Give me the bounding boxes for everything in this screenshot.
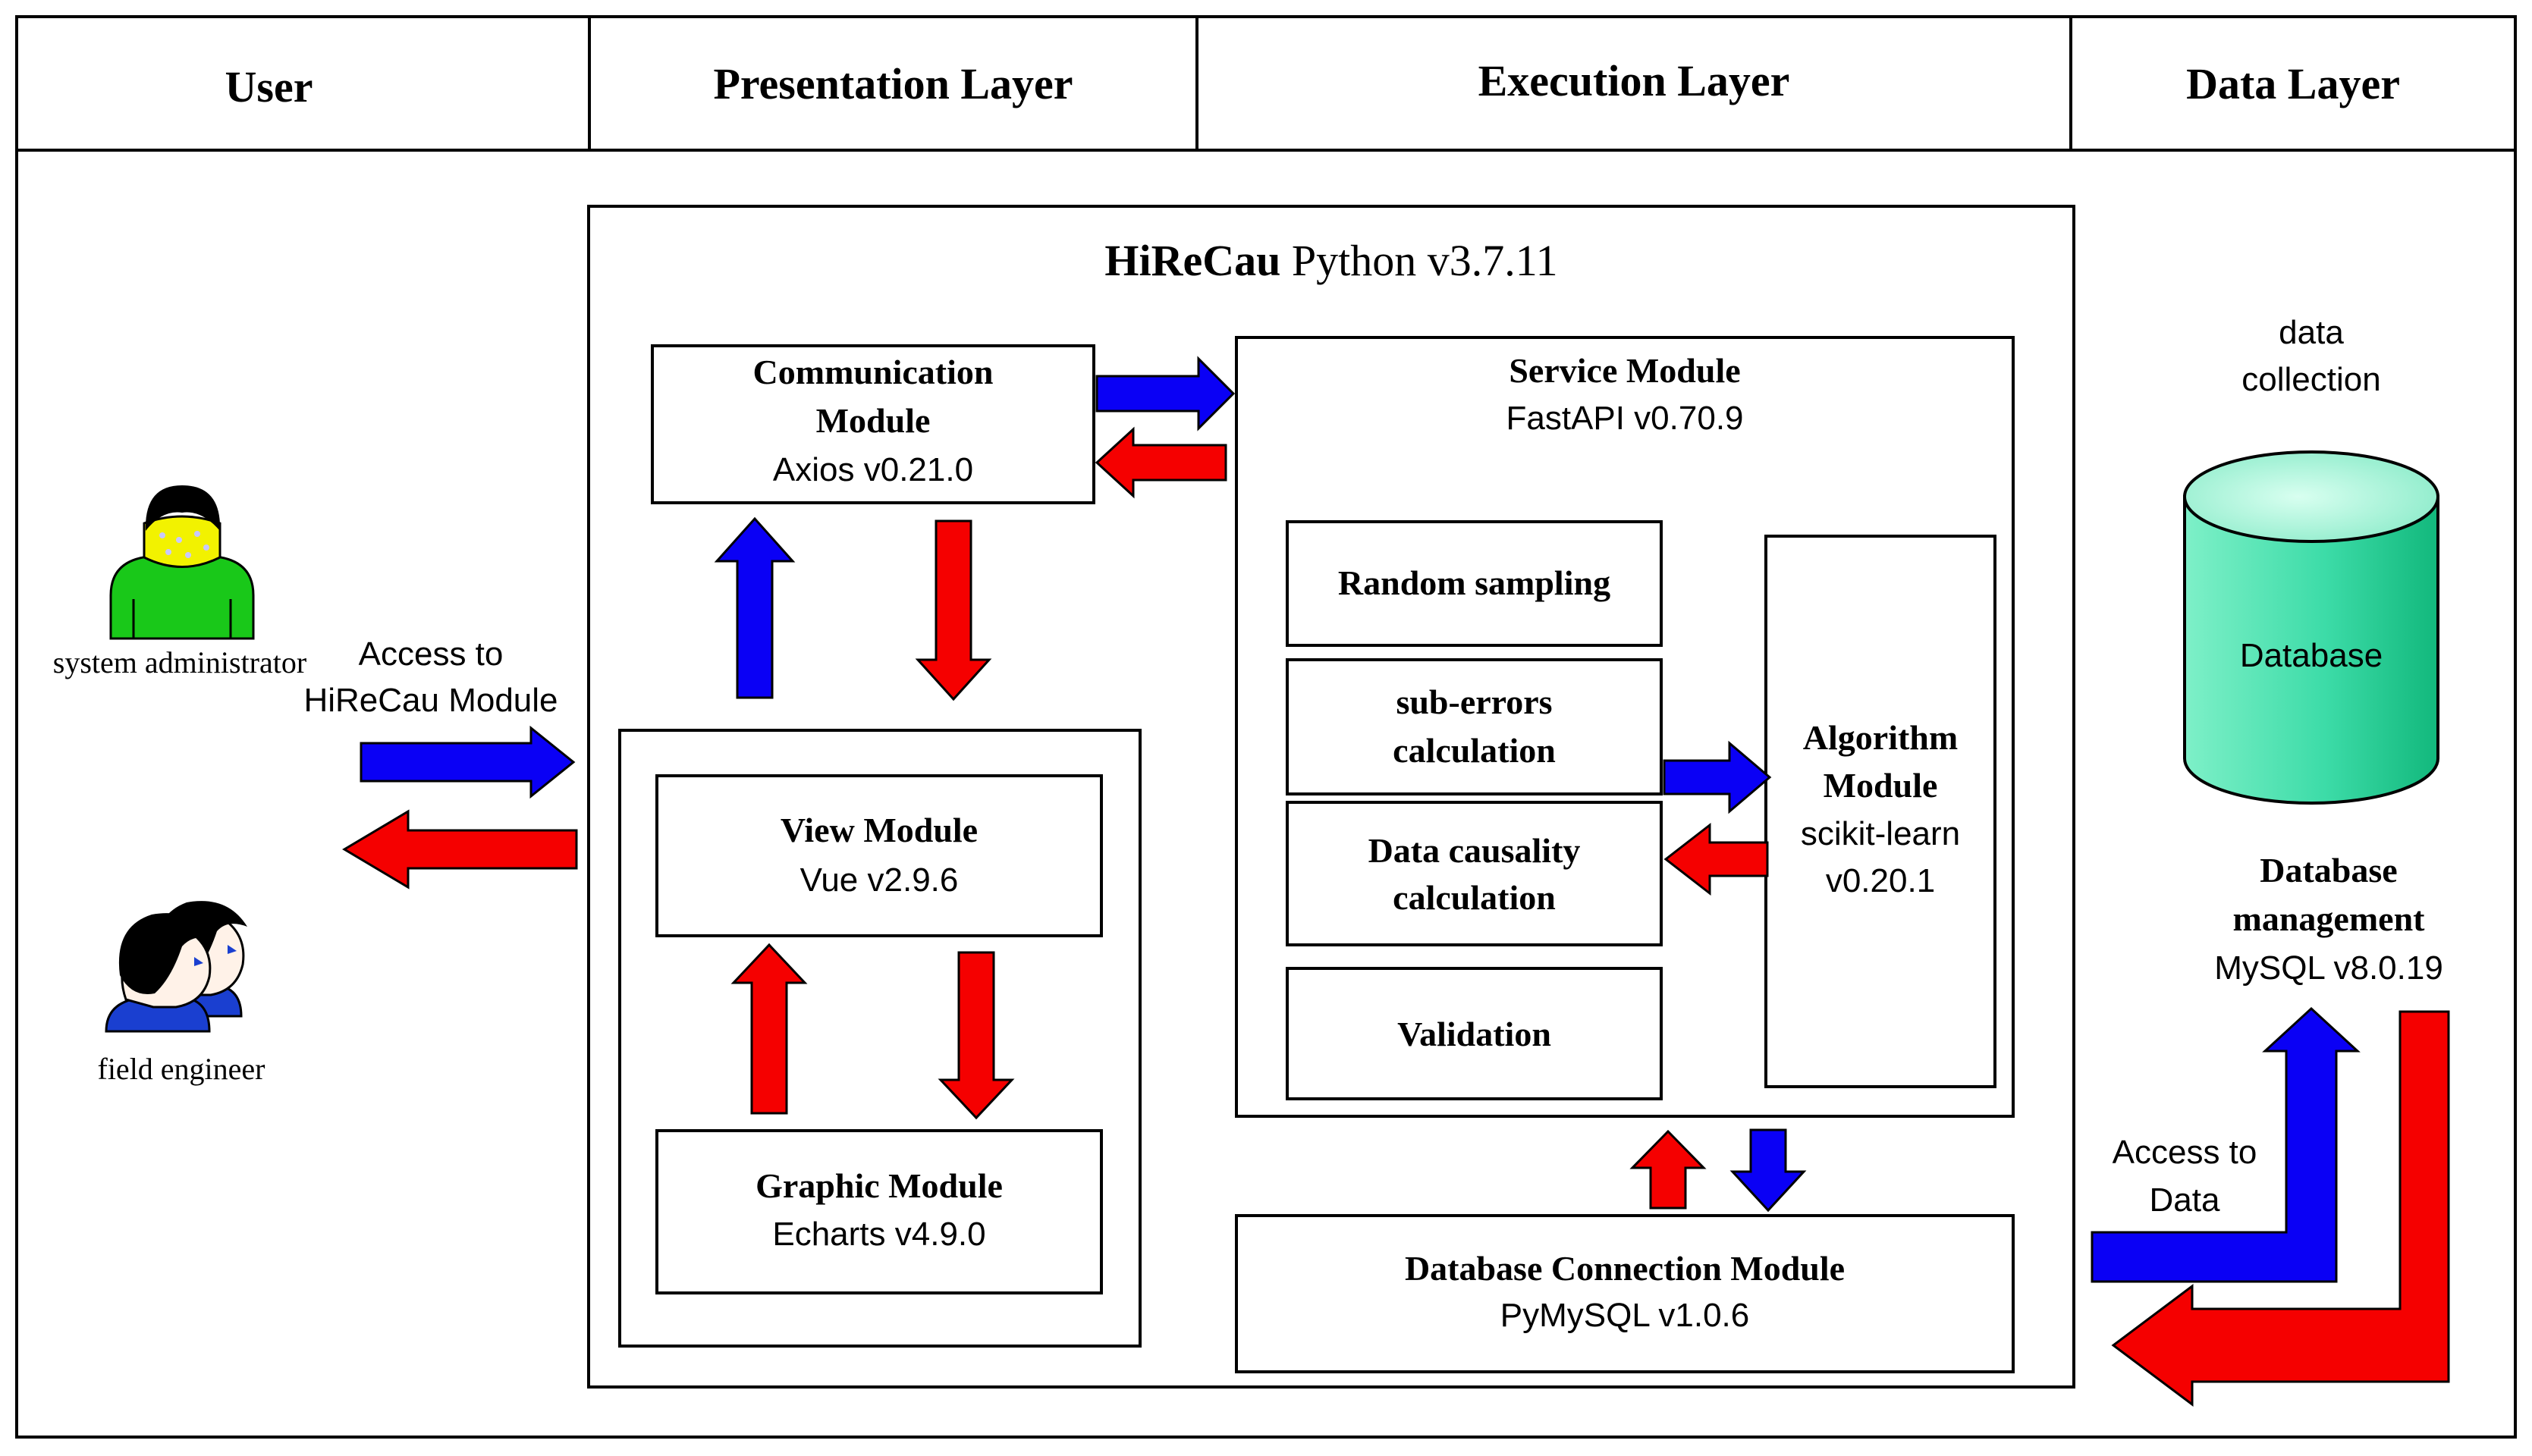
data-collection-label-line2: collection	[2241, 361, 2381, 398]
random-sampling-label: Random sampling	[1337, 563, 1611, 602]
data-causality-label-line2: calculation	[1393, 878, 1556, 917]
algorithm-module-box	[1764, 535, 1996, 1088]
system-runtime: Python v3.7.11	[1291, 236, 1558, 285]
outer-frame	[15, 15, 2517, 1439]
graphic-to-view-arrow	[730, 943, 808, 1115]
db-connection-module-title: Database Connection Module	[1404, 1249, 1846, 1288]
presentation-group-box	[618, 729, 1142, 1348]
algorithm-module-version: v0.20.1	[1825, 862, 1936, 899]
database-label: Database	[2239, 637, 2383, 674]
access-data-arrow	[2091, 1006, 2361, 1283]
lane-header-execution: Execution Layer	[1478, 56, 1790, 105]
view-module-title: View Module	[780, 811, 979, 849]
service-module-title: Service Module	[1509, 351, 1741, 390]
field-engineer-label: field engineer	[97, 1052, 265, 1086]
system-to-user-arrow	[342, 809, 578, 890]
view-to-comm-arrow	[714, 516, 796, 699]
algorithm-to-subops-arrow	[1663, 822, 1769, 896]
lane-header-presentation: Presentation Layer	[713, 59, 1073, 108]
field-engineer-icon	[105, 901, 247, 1033]
system-title: HiReCau Python v3.7.11	[589, 234, 2074, 288]
communication-module-title-line2: Module	[815, 401, 931, 440]
view-module-version: Vue v2.9.6	[799, 861, 959, 899]
db-connection-module-box	[1235, 1214, 2015, 1373]
sub-errors-label-line1: sub-errors	[1396, 682, 1553, 721]
access-module-label-line2: HiReCau Module	[303, 682, 558, 719]
access-module-label-line1: Access to	[358, 635, 504, 673]
service-module-box	[1235, 336, 2015, 1118]
system-administrator-icon	[109, 485, 255, 640]
service-to-comm-arrow	[1095, 426, 1227, 499]
algorithm-module-title-line1: Algorithm	[1802, 718, 1959, 757]
user-to-system-arrow	[360, 725, 576, 799]
subops-to-algorithm-arrow	[1663, 740, 1772, 814]
database-cylinder	[2183, 450, 2439, 805]
arrows	[342, 356, 2450, 1407]
database-management-label-line1: Database	[2260, 851, 2398, 890]
presentation-boxes	[618, 344, 1142, 1348]
data-causality-label-line1: Data causality	[1368, 831, 1581, 870]
graphic-module-box	[655, 1129, 1103, 1294]
comm-to-view-arrow	[915, 519, 992, 701]
view-to-graphic-arrow	[938, 951, 1015, 1120]
algorithm-module-lib: scikit-learn	[1800, 815, 1961, 852]
lane-header-data: Data Layer	[2186, 59, 2400, 108]
data-causality-box	[1286, 801, 1663, 946]
random-sampling-box	[1286, 520, 1663, 647]
database-management-label-line2: management	[2232, 899, 2425, 938]
service-to-dbconn-arrow	[1729, 1128, 1807, 1213]
validation-box	[1286, 967, 1663, 1100]
db-connection-module-version: PyMySQL v1.0.6	[1500, 1297, 1750, 1334]
hirecau-container	[587, 205, 2075, 1389]
system-name: HiReCau	[1104, 236, 1281, 285]
return-data-arrow	[2111, 1010, 2450, 1407]
execution-boxes	[1235, 336, 2015, 1373]
view-module-box	[655, 774, 1103, 937]
communication-module-box	[651, 344, 1095, 504]
service-module-version: FastAPI v0.70.9	[1506, 400, 1744, 437]
system-administrator-label: system administrator	[52, 645, 307, 679]
graphic-module-version: Echarts v4.9.0	[772, 1216, 986, 1253]
validation-label: Validation	[1397, 1015, 1551, 1053]
comm-to-service-arrow	[1095, 356, 1236, 431]
sub-errors-label-line2: calculation	[1393, 731, 1556, 770]
access-data-label-line1: Access to	[2112, 1134, 2257, 1171]
algorithm-module-title-line2: Module	[1823, 766, 1938, 805]
graphic-module-title: Graphic Module	[756, 1166, 1003, 1205]
lane-header-user: User	[225, 62, 313, 111]
data-collection-label-line1: data	[2279, 314, 2344, 351]
communication-module-title-line1: Communication	[752, 353, 994, 391]
dbconn-to-service-arrow	[1629, 1129, 1707, 1210]
communication-module-version: Axios v0.21.0	[772, 451, 974, 488]
access-data-label-line2: Data	[2149, 1181, 2220, 1219]
sub-errors-box	[1286, 658, 1663, 795]
mysql-version: MySQL v8.0.19	[2214, 949, 2443, 987]
